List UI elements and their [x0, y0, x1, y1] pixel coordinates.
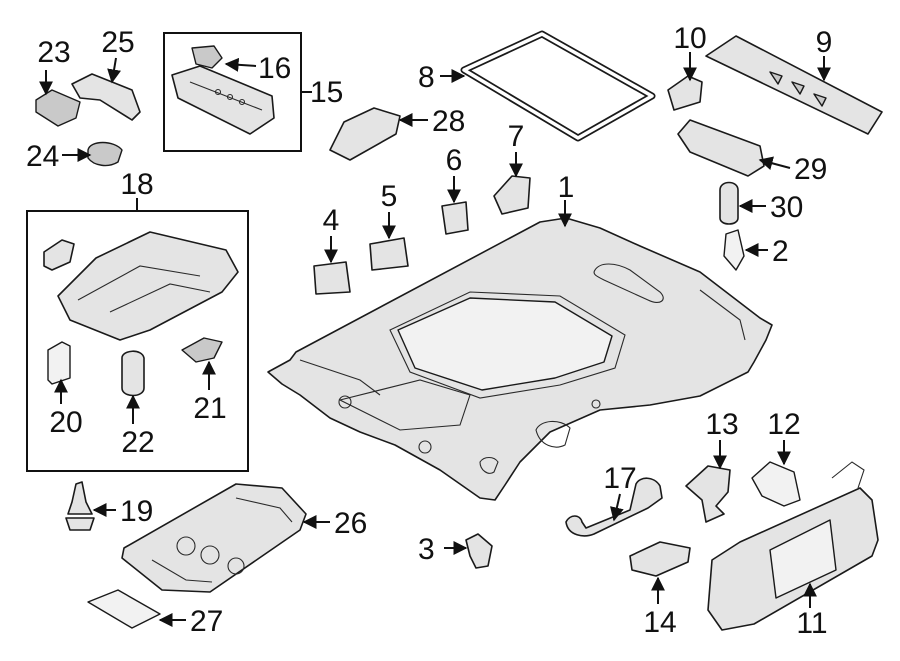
- callout-3: 3: [418, 533, 435, 566]
- callout-27: 27: [190, 605, 223, 638]
- leader-lines: [39, 52, 831, 627]
- callout-labels: 1 2 3 4 5 6 7 8 9 10 11 12 13 14 15 16 1…: [26, 22, 832, 640]
- seal-8-part: [460, 30, 656, 142]
- headliner-part: [267, 217, 773, 501]
- housing-22-part: [121, 350, 145, 397]
- bracket-25-part: [71, 73, 141, 121]
- callout-13: 13: [705, 408, 738, 441]
- callout-28: 28: [432, 105, 465, 138]
- callout-21: 21: [193, 392, 226, 425]
- callout-11: 11: [796, 607, 827, 640]
- label-27-part: [87, 589, 161, 629]
- grab-handle-17-part: [565, 477, 663, 537]
- callout-8: 8: [418, 61, 435, 94]
- callout-10: 10: [673, 22, 706, 55]
- trim-9-part: [705, 35, 883, 135]
- bracket-20-top-part: [43, 239, 75, 271]
- bracket-7-part: [493, 175, 531, 215]
- lamp-28-part: [329, 107, 401, 161]
- callout-1: 1: [558, 171, 575, 204]
- sun-visor-11-part: [707, 461, 879, 631]
- callout-18: 18: [120, 168, 153, 201]
- hook-13-part: [685, 465, 731, 523]
- pin-19-part: [65, 481, 95, 531]
- callout-12: 12: [767, 408, 800, 441]
- callout-30: 30: [770, 191, 803, 224]
- lamp-bulb-16-part: [191, 45, 223, 69]
- callout-15: 15: [310, 76, 343, 109]
- callout-5: 5: [381, 180, 398, 213]
- callout-23: 23: [37, 36, 70, 69]
- tape-20-part: [47, 341, 71, 385]
- callout-22: 22: [121, 426, 154, 459]
- clip-2-part: [723, 229, 745, 271]
- pad-5-part: [369, 237, 409, 271]
- callout-25: 25: [101, 26, 134, 59]
- clip-3-part: [465, 533, 493, 569]
- bulb-21-part: [181, 337, 223, 363]
- callout-29: 29: [794, 153, 827, 186]
- callout-26: 26: [334, 507, 367, 540]
- overhead-lamp-part: [171, 65, 275, 135]
- clip-24-part: [87, 141, 123, 167]
- callout-6: 6: [446, 144, 463, 177]
- bulb-30-part: [719, 181, 739, 225]
- tray-14-part: [629, 541, 691, 577]
- callout-14: 14: [643, 606, 676, 639]
- console-26-part: [121, 483, 307, 593]
- callout-4: 4: [323, 204, 340, 237]
- callout-16: 16: [258, 52, 291, 85]
- cover-12-part: [751, 461, 801, 507]
- cover-10-part: [667, 75, 703, 111]
- lamp-29-part: [677, 119, 765, 177]
- pad-6-part: [441, 201, 469, 235]
- callout-24: 24: [26, 140, 59, 173]
- callout-17: 17: [603, 462, 636, 495]
- callout-19: 19: [120, 495, 153, 528]
- callout-9: 9: [816, 26, 833, 59]
- callout-20: 20: [49, 406, 82, 439]
- connector-23-part: [35, 89, 81, 127]
- pad-4-part: [313, 261, 351, 295]
- callout-2: 2: [772, 235, 789, 268]
- console-18-part: [57, 231, 239, 341]
- callout-7: 7: [508, 120, 525, 153]
